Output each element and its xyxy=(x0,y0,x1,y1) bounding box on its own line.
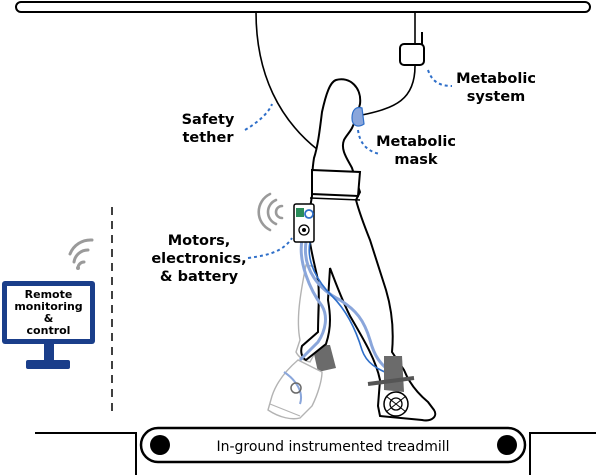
metabolic-system-label-1: Metabolic xyxy=(456,71,536,87)
exo-battery-icon xyxy=(293,203,315,243)
motors-label-3: & battery xyxy=(160,269,239,285)
ground-left xyxy=(35,432,137,475)
leader-motors xyxy=(247,237,293,259)
monitor-label-line-1: Remote xyxy=(25,288,73,301)
monitor-label-line-4: control xyxy=(27,324,71,337)
metabolic-system-label-2: system xyxy=(467,89,526,105)
safety-tether-label-1: Safety xyxy=(182,112,235,128)
motors-label-2: electronics, xyxy=(151,251,246,267)
motors-label-1: Motors, xyxy=(168,233,231,249)
metabolic-mask-label-2: mask xyxy=(394,152,438,168)
monitor-label-line-2: monitoring xyxy=(14,300,82,313)
ground-right xyxy=(529,432,596,475)
leader-metabolic-system xyxy=(427,69,453,87)
safety-tether-line xyxy=(255,11,319,151)
monitor-label-line-3: & xyxy=(44,312,54,325)
safety-tether-label-2: tether xyxy=(182,130,234,146)
treadmill-label: In-ground instrumented treadmill xyxy=(216,439,449,455)
treadmill xyxy=(139,426,527,464)
leader-safety-tether xyxy=(244,103,273,131)
near-ankle-exo xyxy=(367,356,415,417)
leader-metabolic-mask xyxy=(357,129,381,155)
wifi-icon xyxy=(257,192,284,232)
person-figure xyxy=(300,78,437,422)
metabolic-device-icon xyxy=(399,32,425,66)
exo-cables xyxy=(298,239,397,377)
metabolic-mask-label-1: Metabolic xyxy=(376,134,456,150)
metabolic-mask-shape xyxy=(351,106,365,127)
metabolic-hose xyxy=(361,65,416,116)
monitor-icon xyxy=(2,281,95,369)
wifi-icon xyxy=(68,238,94,270)
ceiling-rail xyxy=(15,1,591,13)
